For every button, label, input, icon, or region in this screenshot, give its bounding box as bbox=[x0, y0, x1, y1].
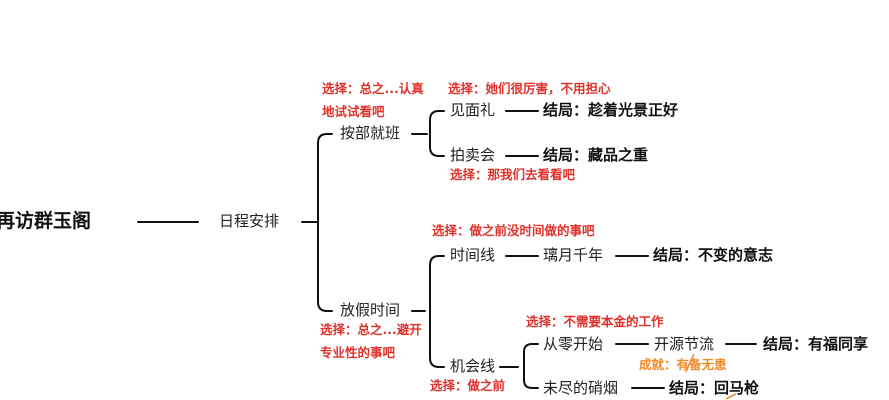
scratch-outcome: 成就：有备无患 bbox=[639, 357, 727, 372]
branch2-choice-line2: 专业性的事吧 bbox=[320, 345, 396, 360]
outcome-accent-stroke bbox=[685, 353, 695, 373]
auction-choice: 选择：那我们去看看吧 bbox=[450, 167, 576, 182]
timeline-sub-node: 璃月千年 bbox=[543, 246, 604, 264]
timeline-ending: 结局：不变的意志 bbox=[653, 246, 774, 264]
branch2-node: 放假时间 bbox=[340, 301, 401, 319]
scratch-choice: 选择：不需要本金的工作 bbox=[526, 314, 664, 329]
opportunity-choice: 选择：做之前 bbox=[430, 378, 506, 393]
connector-branch1-bracket bbox=[411, 110, 445, 157]
timeline-node: 时间线 bbox=[450, 246, 496, 264]
connector-opportunity-bracket bbox=[499, 343, 539, 389]
scratch-node: 从零开始 bbox=[543, 335, 604, 353]
outcome-accent-stroke-2 bbox=[725, 393, 737, 400]
scratch-ending: 结局：有福同享 bbox=[763, 335, 869, 353]
auction-node: 拍卖会 bbox=[450, 146, 496, 164]
timeline-choice: 选择：做之前没时间做的事吧 bbox=[432, 223, 595, 238]
auction-ending: 结局：藏品之重 bbox=[543, 146, 649, 164]
smoke-node: 未尽的硝烟 bbox=[543, 379, 619, 397]
branch1-choice-line1: 选择：总之...认真 bbox=[322, 81, 424, 96]
scratch-sub-node: 开源节流 bbox=[654, 335, 715, 353]
branch1-node: 按部就班 bbox=[340, 124, 401, 142]
root-node: 再访群玉阁 bbox=[0, 210, 92, 232]
opportunity-node: 机会线 bbox=[450, 357, 496, 375]
smoke-ending: 结局：回马枪 bbox=[669, 379, 760, 397]
meeting-choice: 选择：她们很厉害，不用担心 bbox=[448, 81, 611, 96]
connector-schedule-bracket bbox=[301, 133, 333, 312]
meeting-ending: 结局：趁着光景正好 bbox=[543, 101, 679, 119]
connector-branch2-bracket bbox=[411, 255, 445, 368]
meeting-node: 见面礼 bbox=[450, 101, 496, 119]
branch2-choice-line1: 选择：总之...避开 bbox=[320, 322, 422, 337]
branch1-choice-line2: 地试试看吧 bbox=[322, 104, 385, 119]
schedule-node: 日程安排 bbox=[219, 212, 280, 230]
